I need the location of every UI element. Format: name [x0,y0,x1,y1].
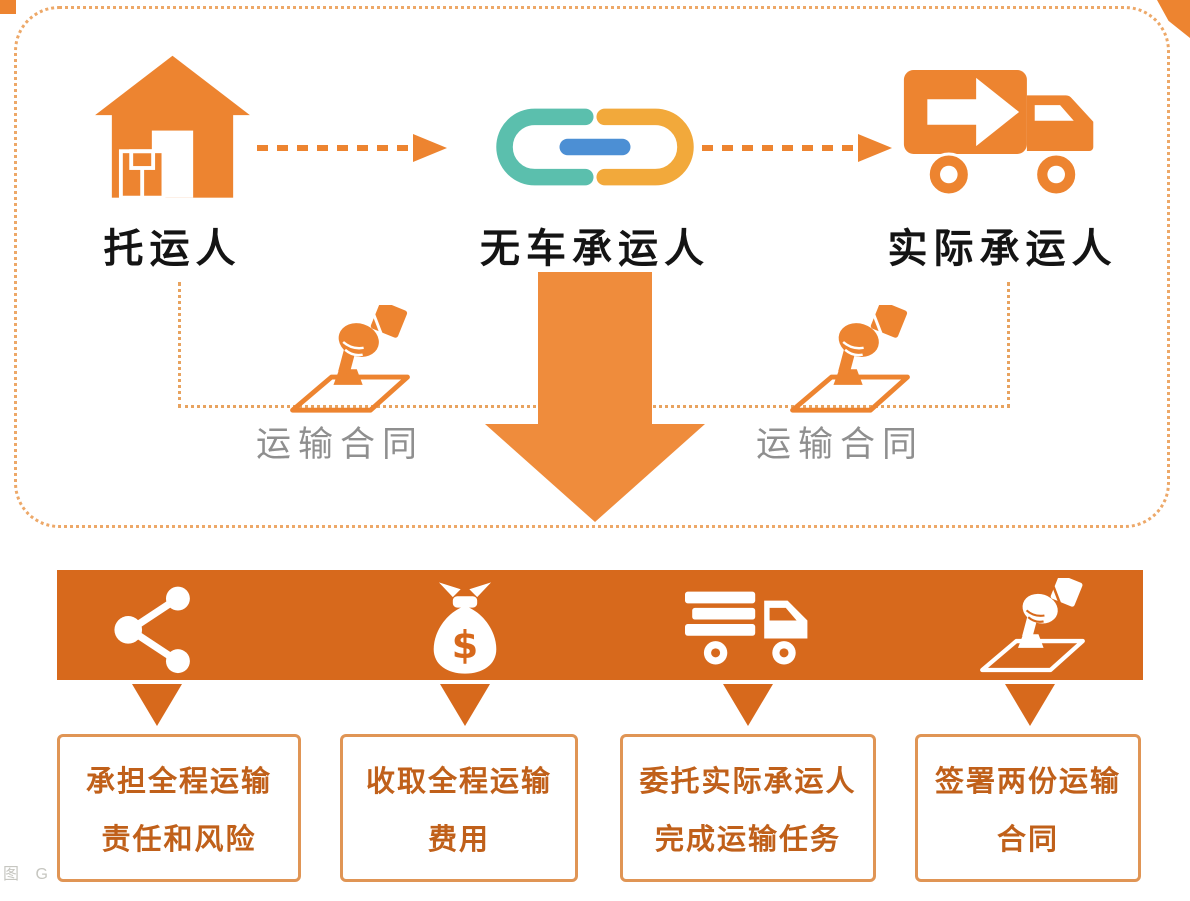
truck-icon [903,70,1094,197]
chain-link-icon [496,108,694,186]
pointer-triangle-4 [1005,684,1055,726]
benefit-line-2: 责任和风险 [101,824,257,856]
share-icon [114,586,190,674]
benefit-line-1: 委托实际承运人 [639,766,857,798]
stamp-icon-banner [980,578,1085,673]
entity-actual-carrier-label: 实际承运人 [887,227,1118,271]
stamp-icon-right [790,305,910,413]
contract-label-left: 运输合同 [255,425,424,464]
benefit-line-1: 签署两份运输 [934,766,1121,798]
watermark: 图 G [3,866,54,883]
pointer-triangle-1 [132,684,182,726]
benefit-line-2: 完成运输任务 [654,824,841,856]
stamp-icon-left [290,305,410,413]
pointer-triangle-2 [440,684,490,726]
relationship-panel [14,6,1170,528]
benefit-line-2: 费用 [427,824,490,856]
contract-label-right: 运输合同 [755,425,924,464]
entity-shipper-label: 托运人 [103,227,242,271]
benefit-box-contracts: 签署两份运输 合同 [915,734,1141,882]
pointer-triangle-3 [723,684,773,726]
benefit-line-2: 合同 [996,824,1059,856]
flow-arrow-1 [257,134,447,162]
delivery-truck-icon [685,591,808,665]
benefit-box-fees: 收取全程运输 费用 [340,734,578,882]
warehouse-icon [95,55,250,200]
benefit-box-responsibility: 承担全程运输 责任和风险 [57,734,301,882]
benefits-banner [57,570,1143,680]
svg-text:$: $ [452,623,479,668]
benefit-line-1: 收取全程运输 [365,766,552,798]
main-down-arrow [485,272,705,522]
benefit-box-entrust: 委托实际承运人 完成运输任务 [620,734,876,882]
corner-decoration-left [0,0,16,14]
entity-broker-label: 无车承运人 [480,227,710,271]
benefit-line-1: 承担全程运输 [85,766,272,798]
money-bag-icon: $ [433,582,497,674]
flow-arrow-2 [702,134,892,162]
